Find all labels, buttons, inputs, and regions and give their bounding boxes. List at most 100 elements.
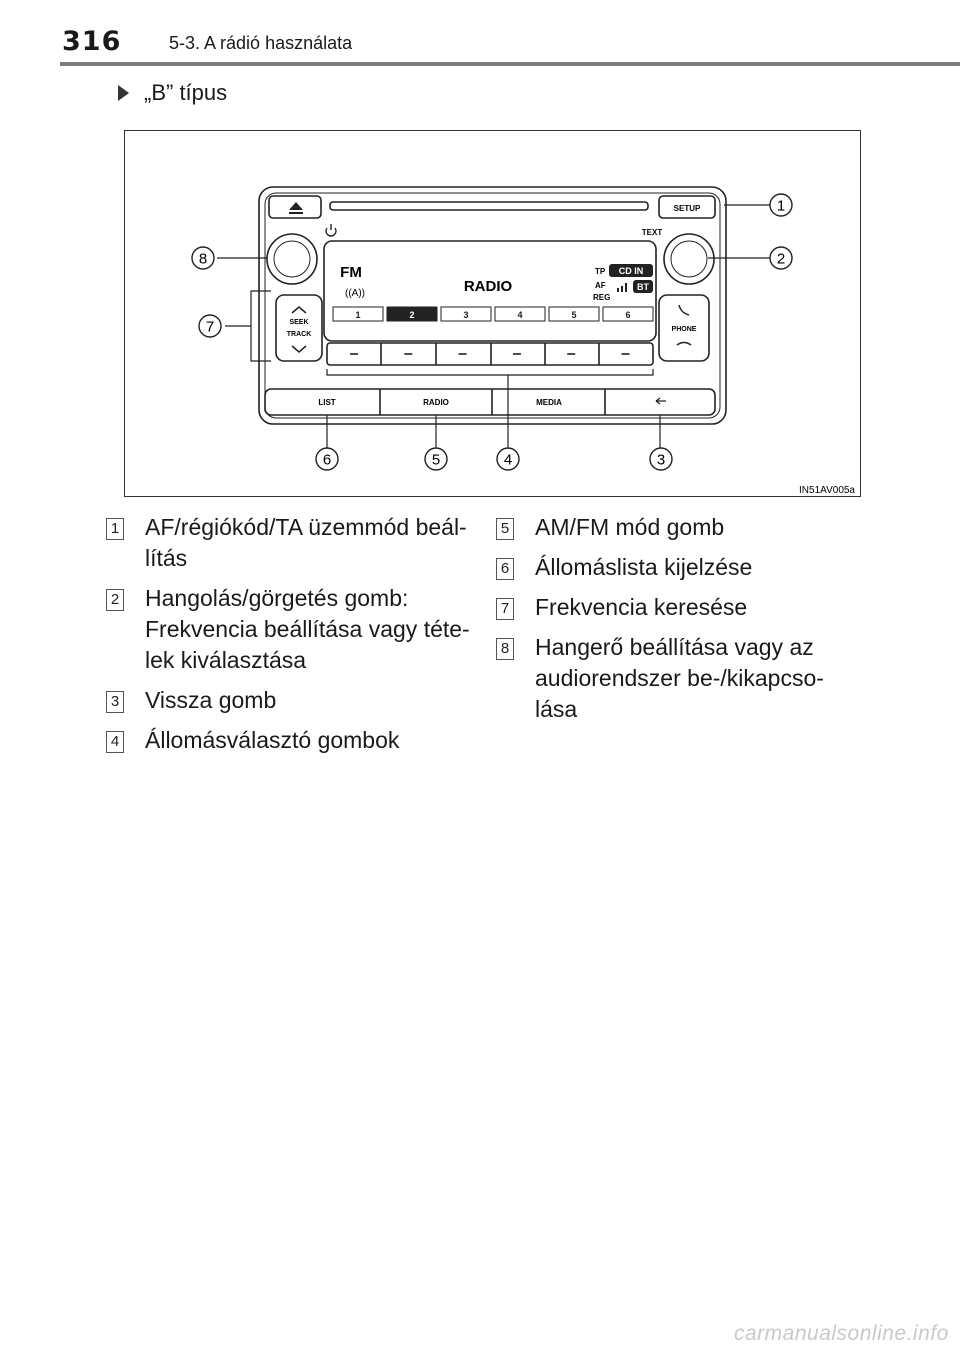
preset-strip: 1 2 3 4 5 6 bbox=[332, 306, 654, 322]
cdin-badge-text: CD IN bbox=[619, 266, 644, 276]
callout-number: 5 bbox=[432, 452, 440, 469]
cdin-badge bbox=[609, 264, 653, 277]
preset-number: 3 bbox=[463, 310, 468, 320]
chevron-down-icon bbox=[291, 345, 307, 353]
display-af: AF bbox=[595, 281, 606, 290]
callout-number: 6 bbox=[323, 452, 331, 469]
phone-hangup-icon bbox=[676, 341, 692, 346]
legend-text: AF/régiókód/TA üzemmód beál-lítás bbox=[145, 514, 467, 571]
callout-number: 2 bbox=[777, 251, 785, 268]
seek-label: SEEK bbox=[289, 319, 308, 326]
callout-circle bbox=[424, 447, 448, 471]
legend-text: Vissza gomb bbox=[145, 687, 277, 713]
display-tp: TP bbox=[595, 267, 606, 276]
section-title: 5-3. A rádió használata bbox=[169, 33, 353, 53]
legend-number: 6 bbox=[496, 558, 514, 580]
subheading-text: „B” típus bbox=[144, 80, 228, 105]
eject-icon bbox=[289, 202, 303, 214]
legend-item: 4 Állomásválasztó gombok bbox=[106, 725, 476, 756]
radio-figure: SETUP TEXT SEEK TRACK PHONE LIST RADIO M… bbox=[124, 130, 861, 497]
media-label: MEDIA bbox=[536, 398, 562, 407]
legend-item: 7 Frekvencia keresése bbox=[496, 592, 866, 623]
legend-item: 8 Hangerő beállítása vagy az audiorendsz… bbox=[496, 632, 866, 725]
preset-slot bbox=[602, 306, 654, 322]
callout-number: 8 bbox=[199, 251, 207, 268]
preset-number: 6 bbox=[625, 310, 630, 320]
subheading: „B” típus bbox=[118, 80, 227, 106]
legend-item: 3 Vissza gomb bbox=[106, 685, 476, 716]
radio-panel-inner bbox=[264, 192, 721, 419]
legend-text: AM/FM mód gomb bbox=[535, 514, 725, 540]
legend-number: 5 bbox=[496, 518, 514, 540]
legend-item: 1 AF/régiókód/TA üzemmód beál-lítás bbox=[106, 512, 476, 574]
signal-bars-icon bbox=[617, 283, 627, 292]
preset-button-row bbox=[326, 342, 654, 366]
callout-number: 3 bbox=[657, 452, 665, 469]
preset-slot bbox=[548, 306, 600, 322]
eject-button bbox=[268, 195, 322, 219]
volume-knob bbox=[266, 233, 318, 285]
callout-circle bbox=[769, 193, 793, 217]
track-label: TRACK bbox=[287, 331, 312, 338]
bottom-button-bar bbox=[264, 388, 716, 416]
display-screen bbox=[323, 240, 657, 342]
callout-circle bbox=[496, 447, 520, 471]
legend-item: 2 Hangolás/görgetés gomb: Frekvencia beá… bbox=[106, 583, 476, 676]
callout-number: 4 bbox=[504, 452, 512, 469]
phone-button bbox=[658, 294, 710, 362]
watermark: carmanualsonline.info bbox=[734, 1322, 949, 1345]
preset-slot bbox=[494, 306, 546, 322]
legend-number: 1 bbox=[106, 518, 124, 540]
callout-circle bbox=[649, 447, 673, 471]
callout-circle bbox=[191, 246, 215, 270]
callout-number: 7 bbox=[206, 319, 214, 336]
callout-number: 1 bbox=[777, 198, 785, 215]
legend-list-right: 5 AM/FM mód gomb 6 Állomáslista kijelzés… bbox=[496, 512, 866, 734]
page-number: 316 bbox=[62, 26, 122, 57]
callout-circle bbox=[315, 447, 339, 471]
display-mode: FM bbox=[340, 264, 362, 281]
tune-knob bbox=[663, 233, 715, 285]
setup-label: SETUP bbox=[674, 204, 701, 213]
legend-text: Hangerő beállítása vagy az audiorendszer… bbox=[535, 634, 824, 722]
preset-number: 1 bbox=[355, 310, 360, 320]
legend-text: Hangolás/görgetés gomb: Frekvencia beáll… bbox=[145, 585, 470, 673]
radio-label: RADIO bbox=[423, 398, 449, 407]
display-source: RADIO bbox=[464, 278, 513, 295]
header-rule bbox=[60, 62, 960, 66]
preset-slot bbox=[386, 306, 438, 322]
legend-text: Állomásválasztó gombok bbox=[145, 727, 400, 753]
bt-badge bbox=[633, 280, 653, 293]
radio-illustration: SETUP TEXT SEEK TRACK PHONE LIST RADIO M… bbox=[191, 186, 855, 496]
antenna-icon: ((A)) bbox=[345, 288, 365, 299]
callout-circle bbox=[198, 314, 222, 338]
legend-text: Frekvencia keresése bbox=[535, 594, 748, 620]
image-code: IN51AV005a bbox=[799, 485, 855, 496]
legend-number: 8 bbox=[496, 638, 514, 660]
phone-label: PHONE bbox=[672, 326, 697, 333]
legend-text: Állomáslista kijelzése bbox=[535, 554, 753, 580]
back-icon bbox=[655, 397, 666, 405]
legend-list-left: 1 AF/régiókód/TA üzemmód beál-lítás 2 Ha… bbox=[106, 512, 476, 765]
seek-track-button bbox=[275, 294, 323, 362]
preset-slot bbox=[332, 306, 384, 322]
callout-circle bbox=[769, 246, 793, 270]
legend-number: 2 bbox=[106, 589, 124, 611]
cd-slot bbox=[329, 201, 649, 211]
triangle-bullet-icon bbox=[118, 85, 129, 101]
text-label: TEXT bbox=[642, 228, 663, 237]
phone-call-icon bbox=[678, 304, 690, 316]
preset-slot bbox=[440, 306, 492, 322]
legend-item: 5 AM/FM mód gomb bbox=[496, 512, 866, 543]
preset-number: 4 bbox=[517, 310, 522, 320]
preset-number: 5 bbox=[571, 310, 576, 320]
display-reg: REG bbox=[593, 293, 610, 302]
preset-number: 2 bbox=[409, 310, 414, 320]
legend-number: 4 bbox=[106, 731, 124, 753]
list-label: LIST bbox=[318, 398, 335, 407]
setup-button bbox=[658, 195, 716, 219]
chevron-up-icon bbox=[291, 306, 307, 314]
legend-number: 7 bbox=[496, 598, 514, 620]
power-icon bbox=[325, 224, 337, 237]
legend-number: 3 bbox=[106, 691, 124, 713]
